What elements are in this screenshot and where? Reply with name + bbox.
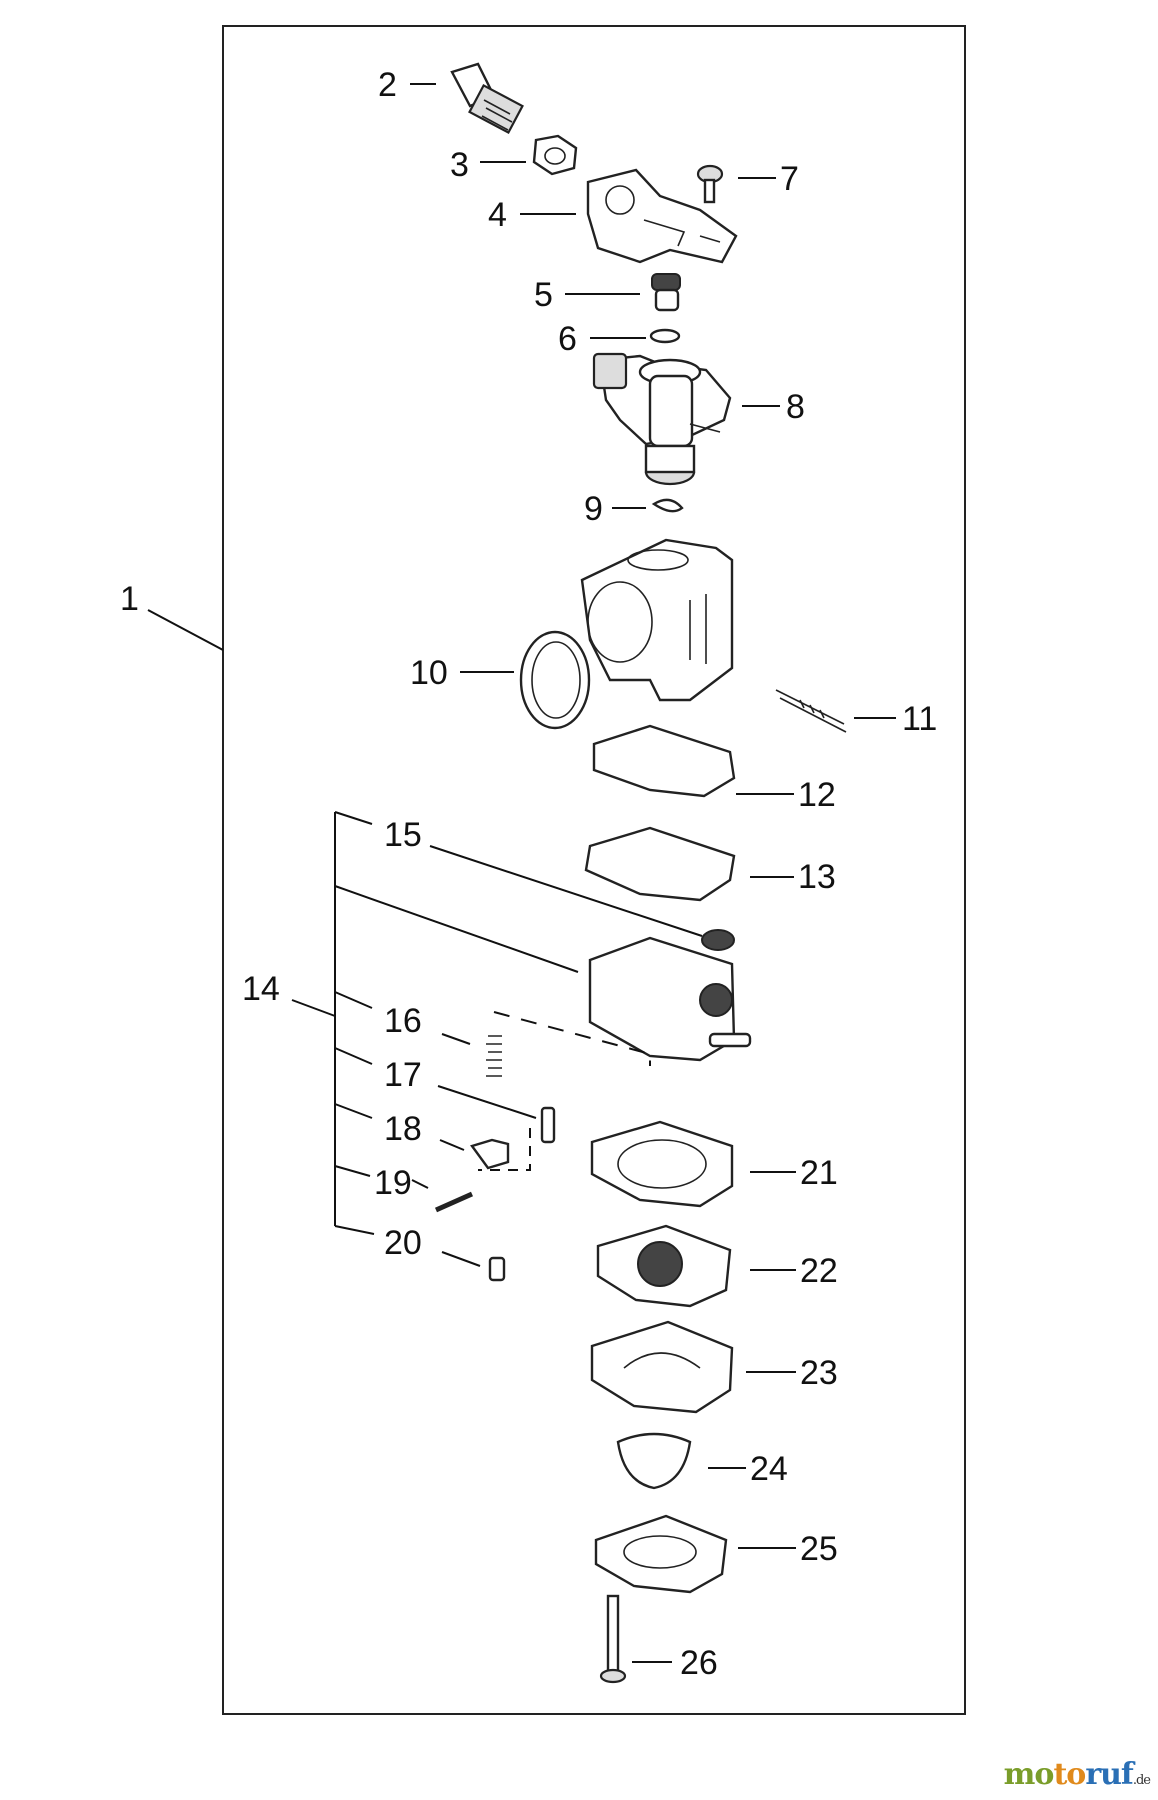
callout-10: 10 <box>410 654 448 692</box>
part-washer <box>649 328 681 344</box>
callout-15: 15 <box>384 816 422 854</box>
part-pump-gasket <box>584 826 736 902</box>
callout-12: 12 <box>798 776 836 814</box>
leader-lines <box>147 83 896 1663</box>
part-plug <box>651 273 681 312</box>
watermark-tld: .de <box>1132 1773 1151 1788</box>
part-lever <box>470 1138 510 1170</box>
part-hex-nut <box>532 134 578 176</box>
callout-6: 6 <box>558 320 577 358</box>
part-clip <box>651 498 684 513</box>
callout-labels: 1 2 3 4 5 6 7 8 9 10 11 12 13 14 15 16 1… <box>120 66 937 1682</box>
part-throttle-assembly <box>592 352 732 486</box>
assembly-frame <box>222 25 966 1715</box>
watermark-logo: motoruf.de <box>1003 1757 1151 1792</box>
part-needle-valve <box>540 1106 556 1144</box>
part-screen <box>701 929 735 951</box>
callout-2: 2 <box>378 66 397 104</box>
callout-3: 3 <box>450 146 469 184</box>
watermark-part-1: mo <box>1003 1757 1055 1792</box>
callout-26: 26 <box>680 1644 718 1682</box>
callout-24: 24 <box>750 1450 788 1488</box>
part-pump-body <box>588 936 752 1062</box>
part-base-plate <box>594 1514 728 1594</box>
callout-22: 22 <box>800 1252 838 1290</box>
callout-17: 17 <box>384 1056 422 1094</box>
callout-5: 5 <box>534 276 553 314</box>
part-primer-bulb <box>616 1432 692 1490</box>
callout-11: 11 <box>902 700 937 738</box>
part-adjuster-screw <box>450 62 524 135</box>
part-bracket-plate <box>586 168 738 264</box>
part-diaphragm <box>596 1224 732 1308</box>
part-screw-20 <box>488 1256 506 1282</box>
callout-19: 19 <box>374 1164 412 1202</box>
part-needle <box>775 689 847 733</box>
watermark-part-3: ruf <box>1085 1757 1134 1792</box>
callout-8: 8 <box>786 388 805 426</box>
part-pin <box>434 1191 474 1213</box>
part-small-screw <box>696 164 724 204</box>
part-spring-16 <box>486 1035 502 1077</box>
part-bolt <box>599 1594 627 1684</box>
callout-4: 4 <box>488 196 507 234</box>
callout-9: 9 <box>584 490 603 528</box>
part-seal <box>519 630 591 730</box>
part-carburetor-body <box>580 538 734 702</box>
callout-1: 1 <box>120 580 139 618</box>
callout-20: 20 <box>384 1224 422 1262</box>
callout-23: 23 <box>800 1354 838 1392</box>
callout-21: 21 <box>800 1154 838 1192</box>
part-gasket-21 <box>590 1120 734 1208</box>
callout-7: 7 <box>780 160 799 198</box>
part-gasket-upper <box>592 724 736 798</box>
callout-25: 25 <box>800 1530 838 1568</box>
part-cover <box>590 1320 734 1414</box>
callout-14: 14 <box>242 970 280 1008</box>
watermark-part-2: to <box>1053 1757 1086 1792</box>
callout-13: 13 <box>798 858 836 896</box>
callout-16: 16 <box>384 1002 422 1040</box>
callout-18: 18 <box>384 1110 422 1148</box>
